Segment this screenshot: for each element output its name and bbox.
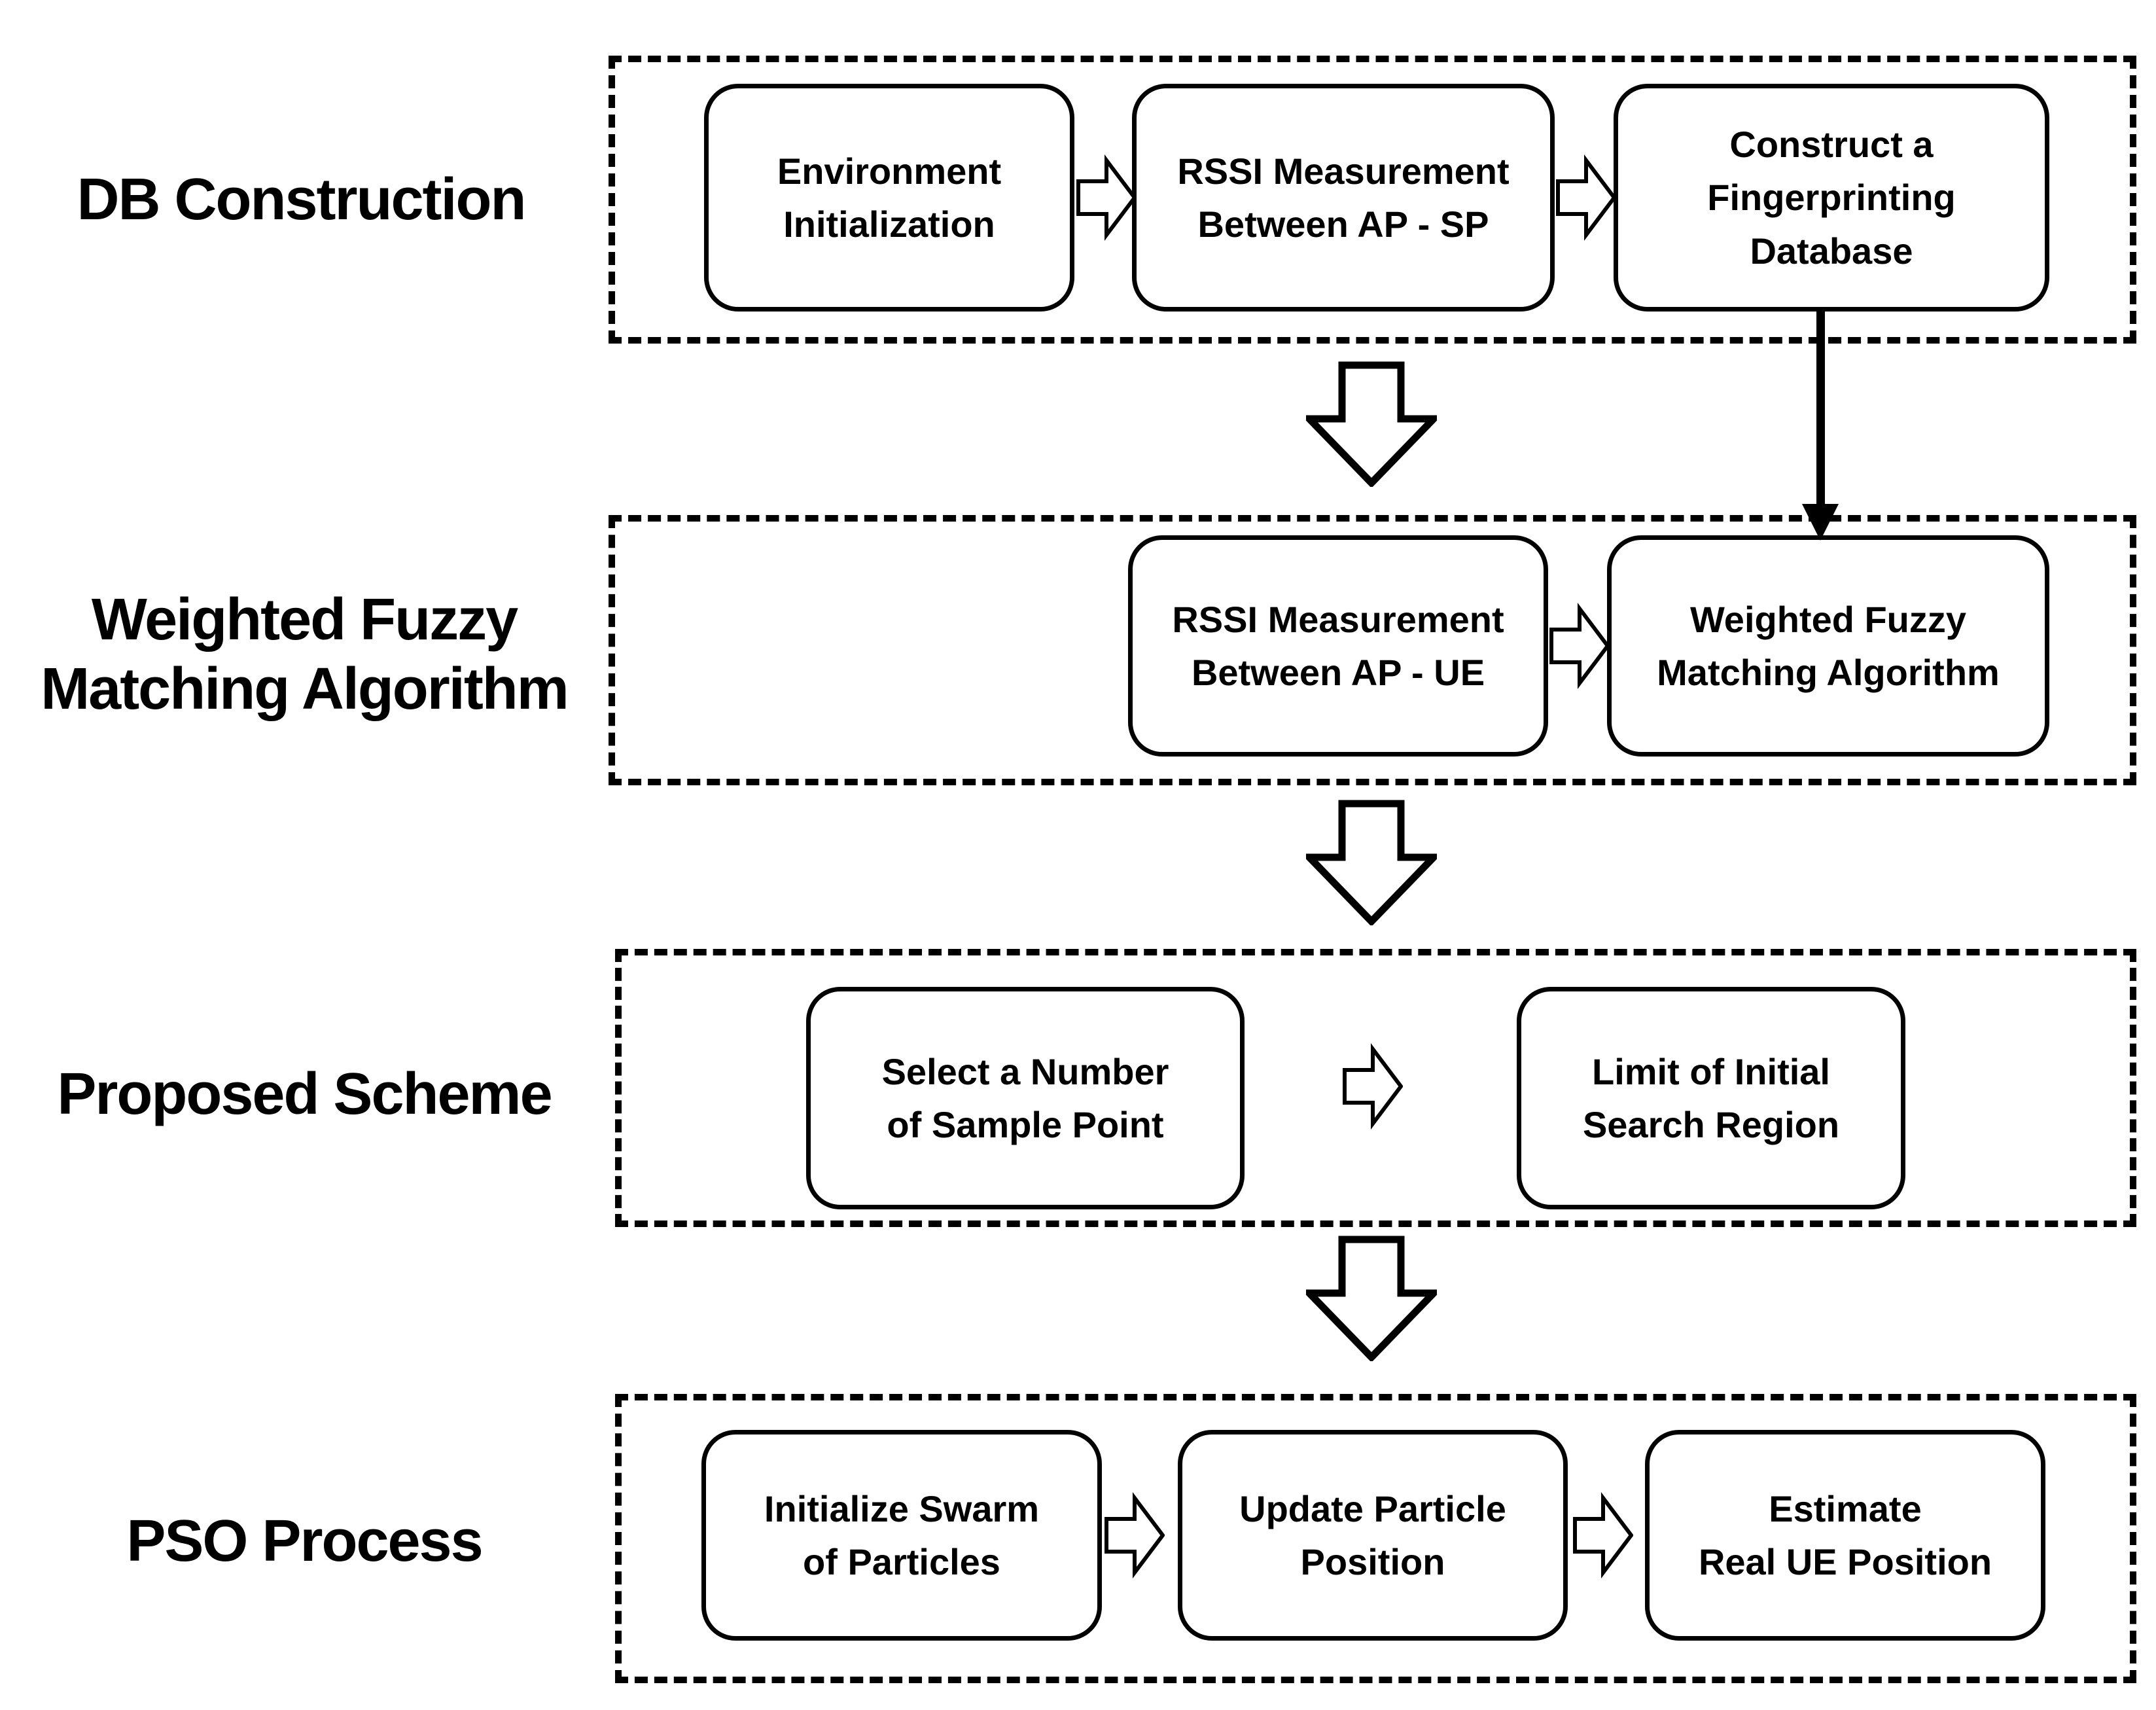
- arrow-right-icon: [1076, 154, 1137, 241]
- section-label-weighted-fuzzy: Weighted Fuzzy Matching Algorithm: [41, 586, 569, 722]
- node-rssi-measurement-ap-sp: RSSI Measurement Between AP - SP: [1132, 84, 1555, 312]
- arrow-down-icon: [1306, 1236, 1437, 1361]
- section-weighted-fuzzy: [609, 515, 2136, 785]
- arrow-right-icon: [1556, 154, 1616, 241]
- node-environment-initialization: Environment Initialization: [704, 84, 1074, 312]
- node-initialize-swarm-particles: Initialize Swarm of Particles: [701, 1430, 1102, 1641]
- node-rssi-measurement-ap-ue: RSSI Measurement Between AP - UE: [1128, 535, 1548, 757]
- section-db-construction: [609, 56, 2136, 344]
- arrow-right-icon: [1343, 1043, 1403, 1130]
- arrow-right-icon: [1549, 603, 1610, 689]
- node-construct-fingerprinting-database: Construct a Fingerprinting Database: [1614, 84, 2049, 312]
- arrow-down-icon: [1306, 361, 1437, 487]
- node-select-number-sample-point: Select a Number of Sample Point: [806, 987, 1245, 1209]
- node-estimate-real-ue-position: Estimate Real UE Position: [1645, 1430, 2045, 1641]
- section-pso-process: [615, 1394, 2136, 1683]
- node-weighted-fuzzy-matching-algorithm: Weighted Fuzzy Matching Algorithm: [1607, 535, 2049, 757]
- section-proposed-scheme: [615, 949, 2136, 1227]
- section-label-db-construction: DB Construction: [77, 166, 527, 232]
- arrow-right-icon: [1105, 1492, 1165, 1578]
- node-update-particle-position: Update Particle Position: [1178, 1430, 1568, 1641]
- arrow-down-icon: [1306, 800, 1437, 925]
- arrow-right-icon: [1573, 1492, 1633, 1578]
- section-label-pso-process: PSO Process: [126, 1508, 483, 1574]
- connector-arrow-icon: [1802, 308, 1839, 541]
- section-label-proposed-scheme: Proposed Scheme: [57, 1061, 552, 1127]
- node-limit-initial-search-region: Limit of Initial Search Region: [1517, 987, 1905, 1209]
